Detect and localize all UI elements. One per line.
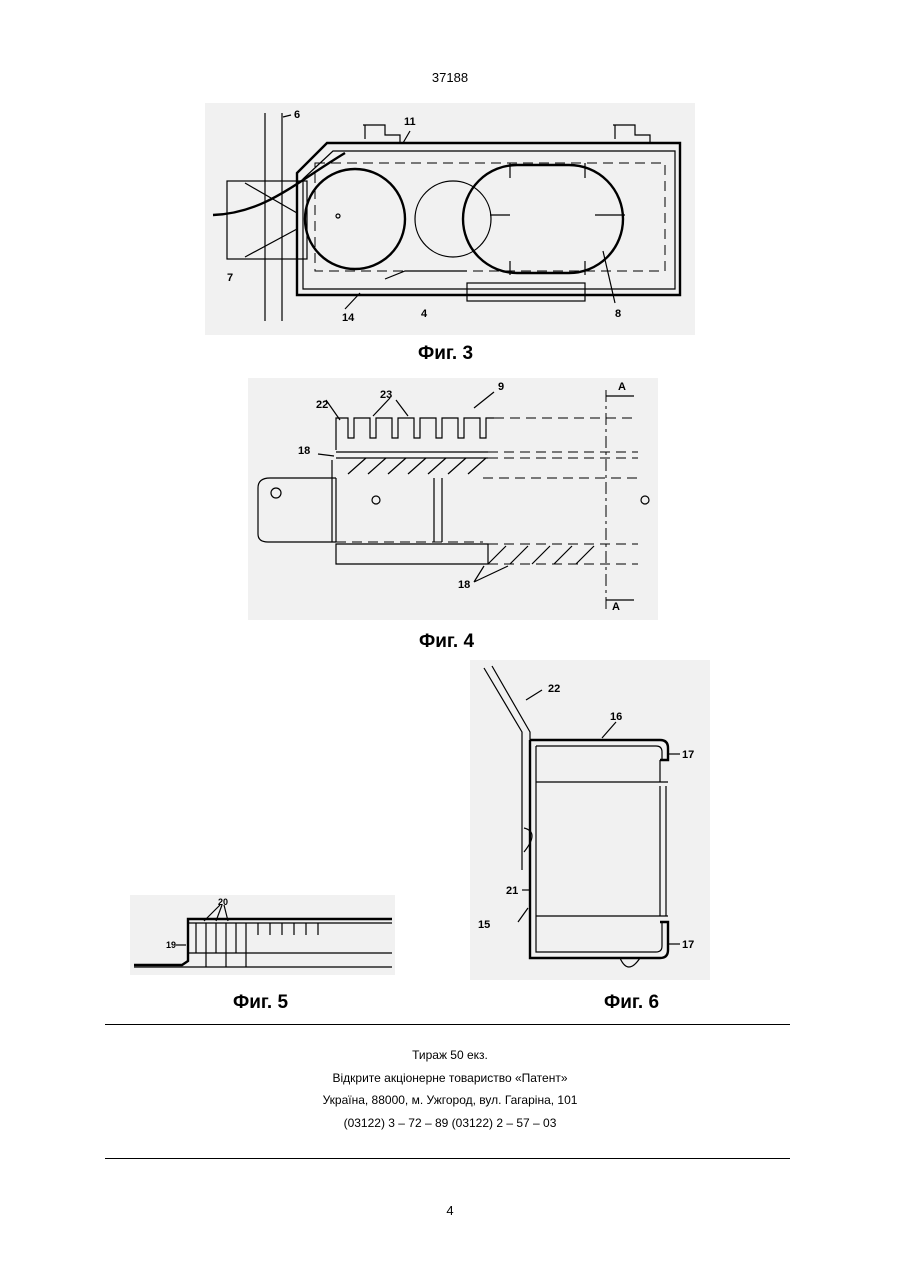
label-4: 4 <box>421 308 428 320</box>
label-14: 14 <box>342 312 355 324</box>
figure-5-drawing: 20 19 <box>130 895 395 975</box>
figure-4: 22 23 9 18 18 A A <box>248 378 658 620</box>
label-19: 19 <box>166 940 176 950</box>
label-7: 7 <box>227 272 233 284</box>
label-16: 16 <box>610 711 622 723</box>
print-run: Тираж 50 екз. <box>0 1044 900 1067</box>
label-section-a-bottom: A <box>612 601 620 613</box>
figure-5: 20 19 <box>130 895 395 975</box>
label-17-bottom: 17 <box>682 939 694 951</box>
label-11: 11 <box>404 116 416 128</box>
label-21: 21 <box>506 885 518 897</box>
figure-6: 22 16 17 21 15 17 <box>470 660 710 980</box>
publisher-info: Тираж 50 екз. Відкрите акціонерне товари… <box>0 1044 900 1134</box>
figure-6-drawing: 22 16 17 21 15 17 <box>470 660 710 980</box>
figure-4-drawing: 22 23 9 18 18 A A <box>248 378 658 620</box>
page-number: 4 <box>0 1203 900 1218</box>
label-8: 8 <box>615 308 621 320</box>
label-6: 6 <box>294 109 300 121</box>
label-9: 9 <box>498 381 504 393</box>
figure-4-caption: Фиг. 4 <box>419 631 474 653</box>
label-17-top: 17 <box>682 749 694 761</box>
label-18-bottom: 18 <box>458 579 470 591</box>
document-number: 37188 <box>0 70 900 85</box>
footer-rule-bottom <box>105 1158 790 1159</box>
label-15: 15 <box>478 919 490 931</box>
figure-5-caption: Фиг. 5 <box>233 992 288 1014</box>
figure-6-caption: Фиг. 6 <box>604 992 659 1014</box>
figure-3: 6 11 7 14 4 8 <box>205 103 695 335</box>
figure-3-caption: Фиг. 3 <box>418 343 473 365</box>
label-22: 22 <box>548 683 560 695</box>
label-22: 22 <box>316 399 328 411</box>
label-section-a-top: A <box>618 381 626 393</box>
figure-3-drawing: 6 11 7 14 4 8 <box>205 103 695 335</box>
publisher-name: Відкрите акціонерне товариство «Патент» <box>0 1067 900 1090</box>
footer-rule-top <box>105 1024 790 1025</box>
label-18-top: 18 <box>298 445 310 457</box>
publisher-phones: (03122) 3 – 72 – 89 (03122) 2 – 57 – 03 <box>0 1112 900 1135</box>
publisher-address: Україна, 88000, м. Ужгород, вул. Гагарін… <box>0 1089 900 1112</box>
label-23: 23 <box>380 389 392 401</box>
label-20: 20 <box>218 897 228 907</box>
